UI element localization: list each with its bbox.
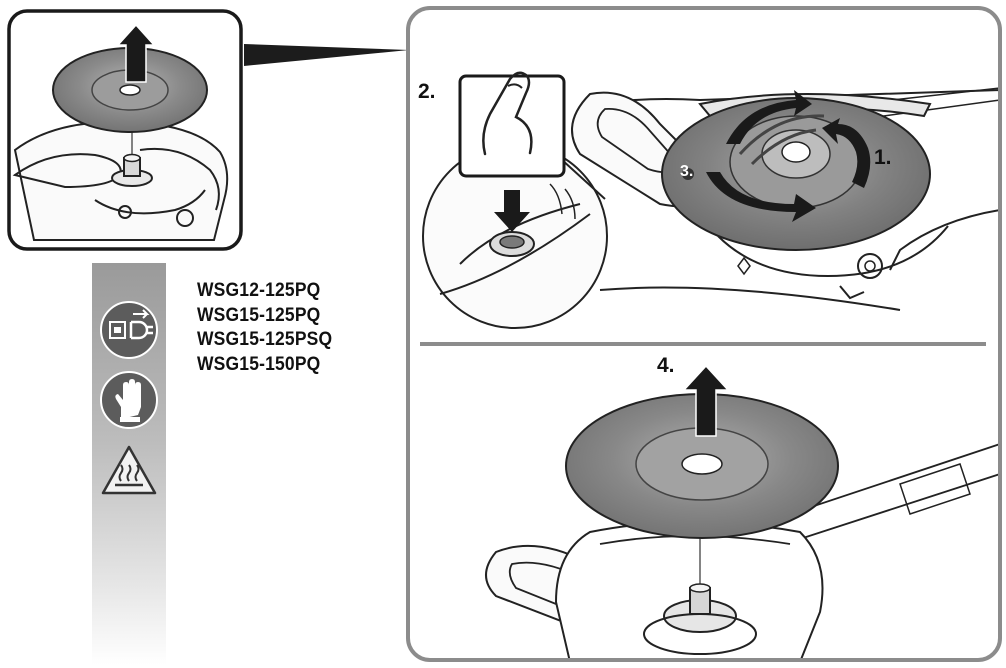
hot-surface-warning-icon [100,443,158,497]
step-1-label: 1. [874,146,892,169]
callout-pointer [244,44,409,66]
step-4-label: 4. [657,354,675,377]
protective-gloves-icon [99,369,159,431]
model-name: WSG15-125PSQ [197,329,333,350]
model-list: WSG12-125PQ WSG15-125PQ WSG15-125PSQ WSG… [197,279,381,377]
model-name: WSG15-125PQ [197,304,321,326]
model-name: WSG12-125PQ [197,280,321,301]
model-name: WSG15-150PQ [197,353,321,375]
unplug-power-icon [99,300,159,360]
main-instruction-panel [400,4,1004,666]
step-2-label: 2. [418,80,436,103]
step-3-label: 3. [680,163,694,180]
overview-inset-panel [0,0,420,262]
